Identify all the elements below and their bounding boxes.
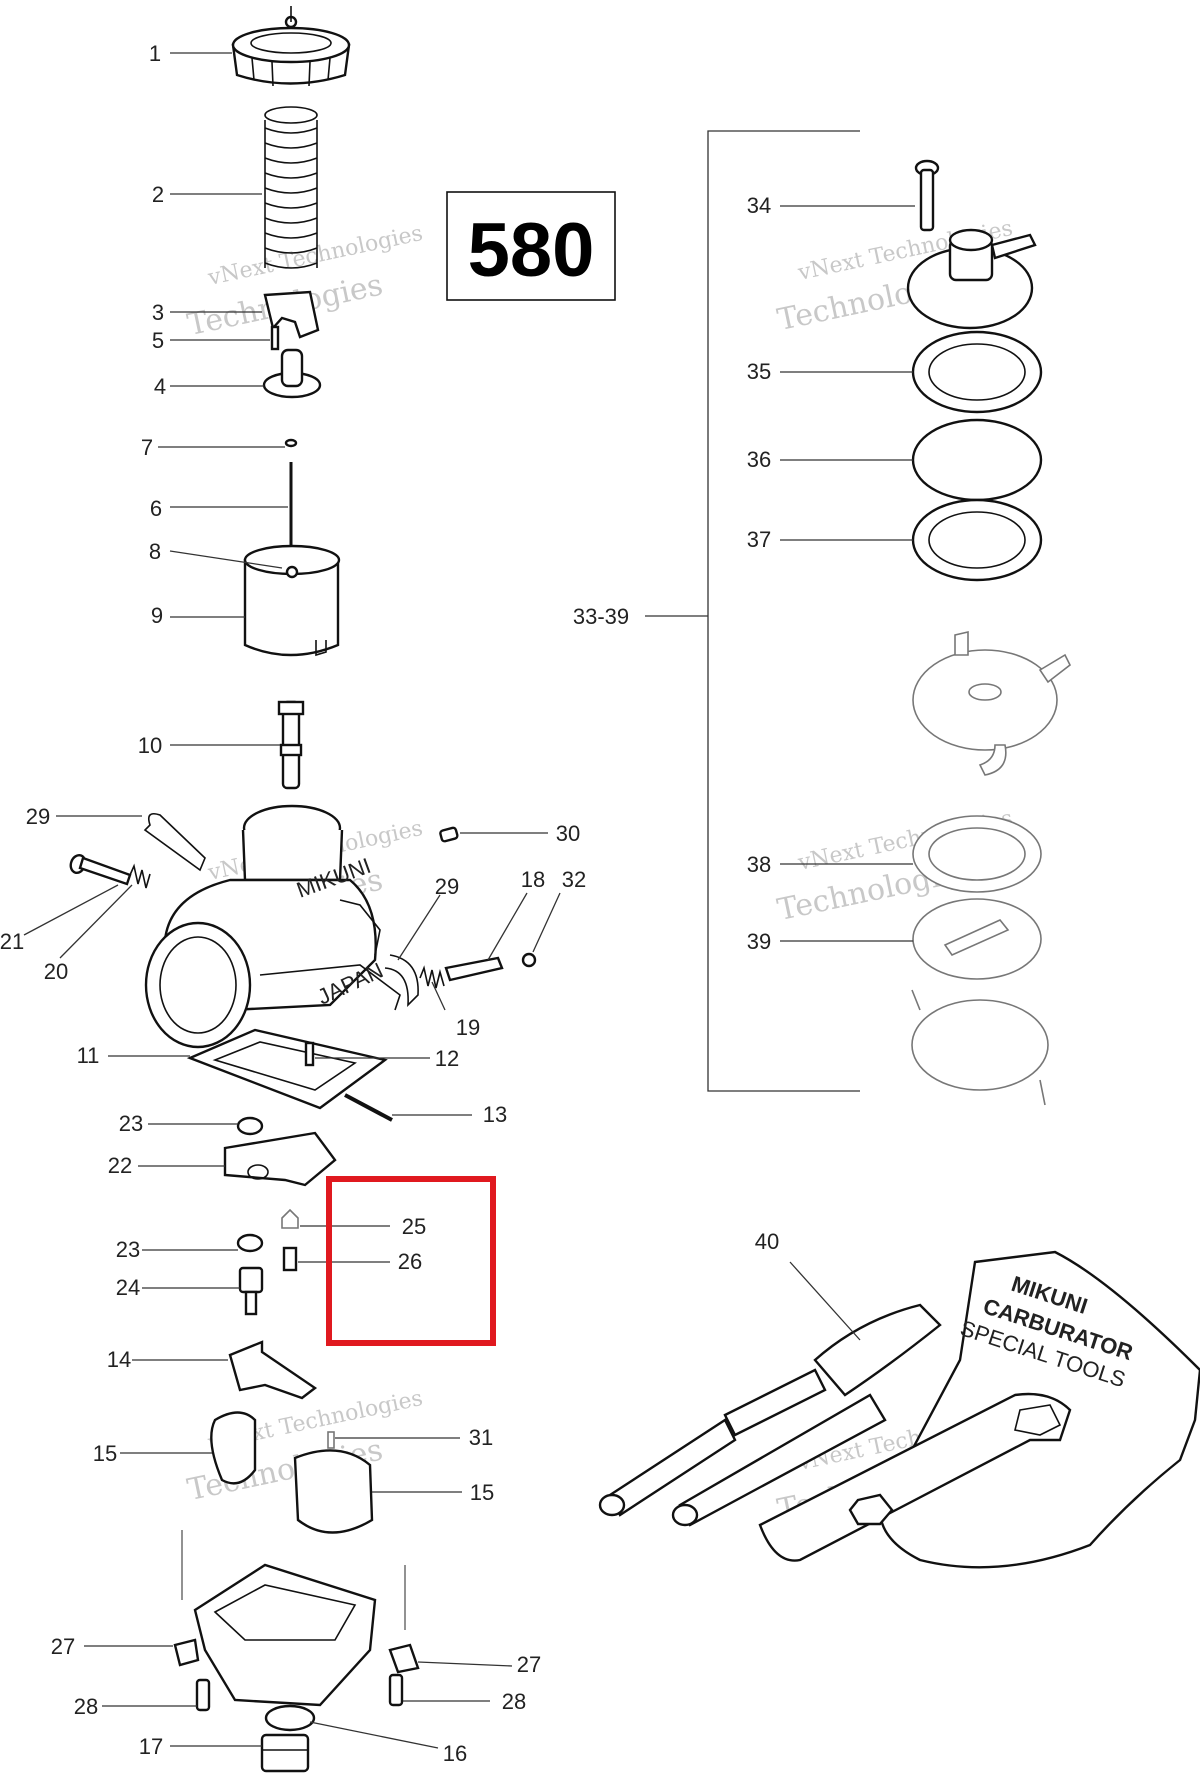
callout-15-right: 15 [470, 1480, 494, 1505]
part-needle-valve [238, 1266, 264, 1316]
part-float-pin [304, 1041, 315, 1067]
callout-10: 10 [138, 733, 162, 758]
callout-34: 34 [747, 193, 771, 218]
part-pump-screw [914, 159, 940, 232]
part-pump-gasket-38 [912, 815, 1042, 893]
part-pump-body [912, 630, 1072, 776]
part-float-left [210, 1411, 257, 1485]
callout-7: 7 [141, 435, 153, 460]
part-idle-screw [69, 854, 132, 886]
part-bowl-screw-right [388, 1673, 404, 1707]
part-pump-diaphragm-36 [911, 418, 1043, 502]
callout-4: 4 [154, 374, 166, 399]
part-pilot-spring [419, 965, 445, 989]
part-pump-gasket-37 [911, 498, 1043, 582]
callout-29-upper: 29 [26, 804, 50, 829]
callout-33-39: 33-39 [573, 604, 629, 629]
callout-38: 38 [747, 852, 771, 877]
callout-23-lower: 23 [116, 1237, 140, 1262]
callout-35: 35 [747, 359, 771, 384]
callout-19: 19 [456, 1015, 480, 1040]
part-float-bowl [193, 1563, 377, 1707]
callout-25: 25 [402, 1214, 426, 1239]
part-spring [264, 106, 318, 269]
callout-21: 21 [0, 929, 24, 954]
callout-30: 30 [556, 821, 580, 846]
callout-31: 31 [469, 1425, 493, 1450]
callout-40: 40 [755, 1229, 779, 1254]
part-float-right [293, 1449, 374, 1534]
part-float-pin-31 [327, 1431, 335, 1449]
callout-22: 22 [108, 1153, 132, 1178]
callout-27-right: 27 [517, 1652, 541, 1677]
callout-8: 8 [149, 539, 161, 564]
callout-23-upper: 23 [119, 1111, 143, 1136]
part-cap [231, 6, 351, 87]
part-pump-gasket-35 [911, 330, 1043, 414]
callout-27-left: 27 [51, 1634, 75, 1659]
callout-29-right: 29 [435, 874, 459, 899]
part-float-arm [228, 1340, 318, 1400]
callout-24: 24 [116, 1275, 140, 1300]
callout-16: 16 [443, 1741, 467, 1766]
part-bowl-clip-left [173, 1638, 200, 1667]
part-special-tool-kit: MIKUNI CARBURATOR SPECIAL TOOLS [598, 1250, 1200, 1569]
callout-26: 26 [398, 1249, 422, 1274]
part-carburetor-body: MIKUNI JAPAN [144, 804, 401, 1049]
callout-18: 18 [521, 867, 545, 892]
callout-13: 13 [483, 1102, 507, 1127]
part-bowl-clip-right [388, 1643, 420, 1674]
callout-12: 12 [435, 1046, 459, 1071]
part-baffle-plate [223, 1131, 337, 1187]
diagram-number: 580 [468, 208, 595, 293]
part-bowl-o-ring [264, 1704, 316, 1732]
part-pilot-screw [444, 956, 504, 982]
part-pump-base [911, 989, 1049, 1106]
part-vent-hose-right [384, 954, 419, 1008]
callout-1: 1 [149, 41, 161, 66]
part-idle-spring [129, 863, 151, 889]
callout-37: 37 [747, 527, 771, 552]
callout-15-left: 15 [93, 1441, 117, 1466]
callout-5: 5 [152, 328, 164, 353]
part-main-jet [281, 1208, 299, 1229]
part-pilot-jet [282, 1246, 298, 1272]
part-washer-upper [236, 1116, 264, 1136]
part-pin [270, 325, 280, 351]
leader-lines [23, 52, 915, 1749]
callout-6: 6 [150, 496, 162, 521]
callout-9: 9 [151, 603, 163, 628]
part-pump-diaphragm-39 [912, 898, 1042, 980]
callout-32: 32 [562, 867, 586, 892]
part-plug [439, 826, 459, 843]
callout-2: 2 [152, 182, 164, 207]
part-drain-plug [260, 1733, 310, 1773]
callout-17: 17 [139, 1734, 163, 1759]
part-needle-seat [262, 348, 322, 399]
group-bracket-33-39 [645, 130, 860, 1092]
callout-11: 11 [77, 1043, 100, 1068]
callout-39: 39 [747, 929, 771, 954]
diagram-number-box: 580 [446, 191, 616, 301]
callout-20: 20 [44, 959, 68, 984]
part-washer-lower [236, 1233, 264, 1253]
callout-36: 36 [747, 447, 771, 472]
part-bowl-screw-left [195, 1678, 211, 1712]
part-rod [344, 1093, 393, 1122]
part-vent-hose-upper [143, 812, 206, 872]
callout-28-left: 28 [74, 1694, 98, 1719]
callout-labels: 1 2 3 5 4 7 6 8 9 10 29 30 29 18 32 21 2… [0, 41, 779, 1766]
part-needle-jet [277, 700, 305, 790]
part-e-clip [284, 438, 298, 448]
callout-28-right: 28 [502, 1689, 526, 1714]
callout-3: 3 [152, 300, 164, 325]
part-throttle-slide [243, 544, 341, 657]
diagram-number-frame [446, 191, 616, 301]
callout-14: 14 [107, 1347, 131, 1372]
part-o-ring [521, 952, 537, 968]
part-pump-cover [906, 228, 1037, 330]
part-float-bowl-gasket [186, 1028, 388, 1110]
highlight-box [326, 1176, 496, 1346]
